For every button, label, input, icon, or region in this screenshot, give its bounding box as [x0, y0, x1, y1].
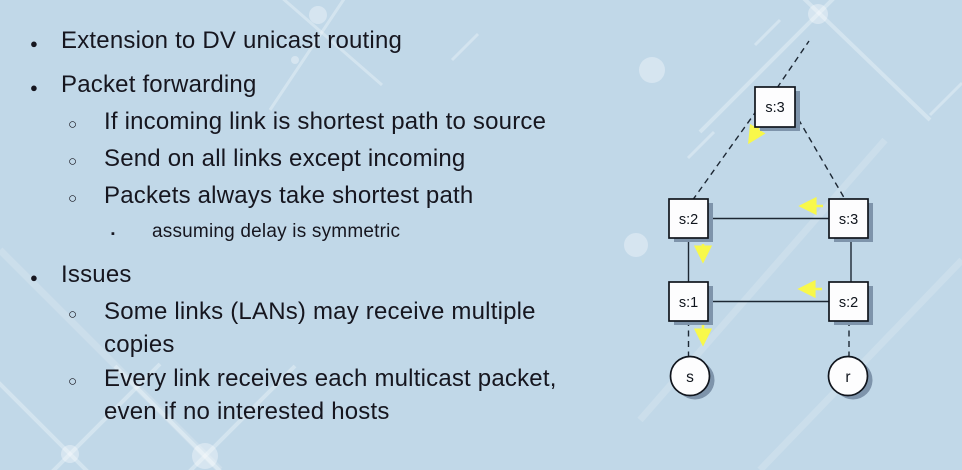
bullet-item: ○ Packets always take shortest path: [0, 179, 648, 215]
host-node-source: s: [669, 355, 715, 400]
node-box: [828, 198, 869, 239]
bullet-item: ● Issues: [0, 258, 648, 294]
bullet-item: ● Packet forwarding: [0, 68, 648, 104]
pattern-line: [698, 0, 835, 134]
pattern-circle: [61, 445, 79, 463]
bullet-text: Issues: [61, 261, 132, 288]
pattern-circle: [291, 56, 299, 64]
bullet-item: ● Extension to DV unicast routing: [0, 24, 648, 60]
bullet-text: Some links (LANs) may receive multiple c…: [104, 298, 536, 358]
bullet-disc-icon: ●: [30, 270, 39, 285]
pattern-line: [282, 0, 383, 87]
bullet-text: Packet forwarding: [61, 71, 257, 98]
bullet-circle-icon: ○: [68, 116, 78, 133]
bullet-text: Packets always take shortest path: [104, 182, 474, 209]
pattern-line: [268, 0, 346, 111]
node-label: s:3: [765, 100, 784, 116]
node-box: [828, 281, 869, 322]
flow-arrows: [693, 123, 823, 347]
bullet-item: ▪ assuming delay is symmetric: [0, 216, 648, 250]
bullet-square-icon: ▪: [111, 228, 116, 240]
router-node-mid-left: s:2: [668, 198, 713, 242]
bullet-circle-icon: ○: [68, 190, 78, 207]
bullet-text: Every link receives each multicast packe…: [104, 365, 557, 425]
node-label: s:3: [839, 212, 858, 228]
host-node-receiver: r: [827, 355, 873, 400]
bullet-item: ○ Send on all links except incoming: [0, 142, 648, 178]
pattern-line: [802, 0, 932, 122]
router-node-bottom-right: s:2: [828, 281, 873, 325]
router-node-bottom-left: s:1: [668, 281, 713, 325]
bullet-circle-icon: ○: [68, 306, 78, 323]
bullet-circle-icon: ○: [68, 373, 78, 390]
node-label: s:1: [679, 295, 698, 311]
pattern-line: [188, 364, 297, 470]
router-node-top: s:3: [754, 86, 800, 131]
node-circle: [669, 355, 711, 397]
node-box: [668, 281, 709, 322]
node-label: s:2: [839, 295, 858, 311]
diagram-links: [687, 40, 852, 357]
pattern-streak: [753, 18, 782, 47]
node-box: [668, 198, 709, 239]
node-circle: [827, 355, 869, 397]
pattern-line: [0, 381, 89, 470]
link-top-midright: [792, 109, 847, 202]
bullet-text: assuming delay is symmetric: [152, 221, 401, 242]
node-label: r: [845, 369, 850, 386]
router-node-mid-right: s:3: [828, 198, 873, 242]
bullet-disc-icon: ●: [30, 36, 39, 51]
pattern-streak: [928, 81, 962, 117]
bullet-text: If incoming link is shortest path to sou…: [104, 108, 547, 135]
pattern-line: [51, 362, 162, 470]
pattern-circle: [808, 4, 828, 24]
pattern-circle: [192, 443, 218, 469]
pattern-streak: [450, 32, 480, 62]
pattern-circle: [639, 57, 665, 83]
node-label: s:2: [679, 212, 698, 228]
link-top-upstream: [776, 40, 810, 89]
bullet-disc-icon: ●: [30, 80, 39, 95]
bullet-circle-icon: ○: [68, 153, 78, 170]
bullet-list: ● Extension to DV unicast routing ● Pack…: [0, 24, 648, 428]
node-box: [754, 86, 796, 128]
bullet-item: ○ Every link receives each multicast pac…: [0, 362, 648, 428]
bullet-item: ○ If incoming link is shortest path to s…: [0, 105, 648, 141]
bullet-text: Extension to DV unicast routing: [61, 27, 403, 54]
node-label: s: [686, 369, 694, 386]
pattern-line: [113, 364, 222, 470]
bullet-item: ○ Some links (LANs) may receive multiple…: [0, 295, 648, 361]
pattern-streak: [686, 130, 716, 160]
bullet-text: Send on all links except incoming: [104, 145, 466, 172]
pattern-circle: [309, 6, 327, 24]
pattern-band: [0, 247, 223, 470]
pattern-circle: [624, 233, 648, 257]
link-top-midleft: [691, 109, 758, 202]
